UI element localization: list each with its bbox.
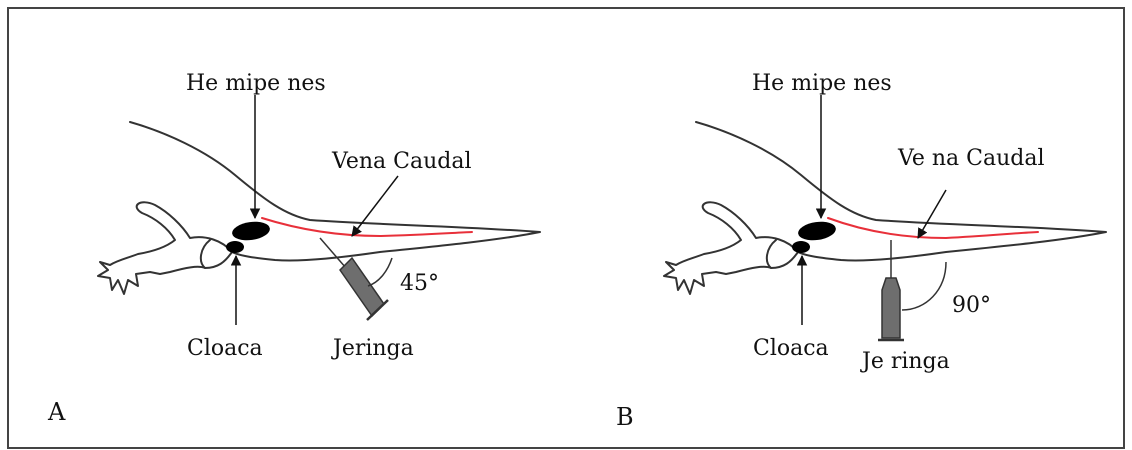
cloaca-label: Cloaca [187, 336, 263, 361]
angle-label: 45° [400, 271, 439, 296]
hemipenes-shape [797, 219, 837, 242]
angle-arc [368, 258, 392, 286]
syringe-label: Jeringa [331, 336, 414, 361]
panel-letter: B [616, 403, 634, 431]
figure-frame [8, 8, 1124, 448]
syringe-barrel [340, 258, 384, 316]
cloaca-shape [226, 241, 244, 253]
lizard-body-outline [130, 122, 540, 268]
syringe-barrel [882, 278, 900, 338]
angle-arc [902, 262, 946, 310]
caudal-vein [828, 218, 1038, 238]
vein-arrow [918, 190, 946, 238]
angle-label: 90° [952, 293, 991, 318]
syringe-label: Je ringa [860, 349, 950, 374]
hemipenes-label: He mipe nes [752, 71, 892, 96]
syringe-a [320, 238, 388, 320]
lizard-leg-outline [664, 202, 798, 294]
lizard-body-outline [696, 122, 1106, 268]
vein-label: Vena Caudal [331, 149, 472, 174]
panel-letter: A [47, 398, 66, 426]
cloaca-shape [792, 241, 810, 253]
vein-label: Ve na Caudal [897, 146, 1045, 171]
syringe-needle [320, 238, 346, 268]
syringe-b [878, 240, 904, 340]
hemipenes-label: He mipe nes [186, 71, 326, 96]
lizard-leg-outline [98, 202, 232, 294]
cloaca-label: Cloaca [753, 336, 829, 361]
panel-a: He mipe nes Vena Caudal Cloaca Jeringa 4… [47, 71, 540, 426]
vein-arrow [352, 176, 398, 236]
panel-b: He mipe nes Ve na Caudal Cloaca Je ringa… [616, 71, 1106, 431]
hemipenes-shape [231, 219, 271, 242]
